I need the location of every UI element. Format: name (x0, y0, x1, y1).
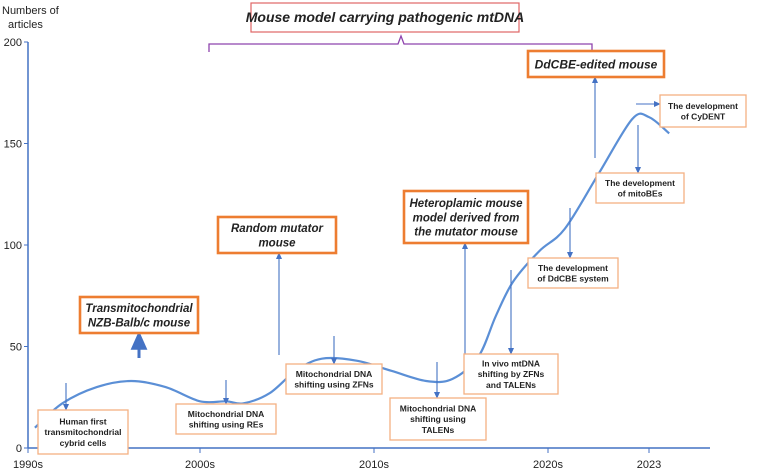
annotation-box-a7 (402, 189, 530, 245)
annotation-box-a12 (659, 94, 747, 128)
annotation-text-a5: Mitochondrial DNA (296, 369, 373, 379)
annotation-text-a7: the mutator mouse (414, 227, 518, 239)
annotation-text-a4: Random mutator (231, 223, 324, 235)
annotation-box-a2 (78, 295, 200, 335)
y-axis-label: Numbers of (2, 5, 60, 17)
annotation-text-a3: Mitochondrial DNA (188, 409, 265, 419)
x-tick-label: 2020s (533, 459, 563, 471)
annotation-box-a8 (463, 353, 559, 395)
annotation-box-a1 (37, 409, 129, 455)
annotation-box-a5 (285, 363, 383, 395)
annotation-text-a3: shifting using REs (189, 420, 264, 430)
annotation-box-a6 (389, 397, 487, 441)
annotation-text-a4: mouse (258, 238, 296, 250)
annotation-text-a7: Heteroplamic mouse (409, 198, 523, 210)
annotation-text-a5: shifting using ZFNs (294, 380, 374, 390)
annotation-text-a8: and TALENs (486, 380, 536, 390)
annotation-text-a8: In vivo mtDNA (482, 359, 540, 369)
annotation-text-a7: model derived from (413, 212, 520, 224)
annotation-text-a1: cybrid cells (60, 438, 107, 448)
annotation-text-a2: Transmitochondrial (85, 303, 193, 315)
annotation-text-a1: transmitochondrial (45, 427, 122, 437)
chart-title: Mouse model carrying pathogenic mtDNA (246, 9, 524, 25)
x-tick-label: 2023 (637, 459, 661, 471)
y-tick-label: 200 (4, 37, 22, 49)
annotation-box-a10 (526, 49, 666, 79)
annotation-text-a12: The development (668, 101, 738, 111)
title-box (250, 2, 520, 33)
x-tick-label: 2010s (359, 459, 389, 471)
annotation-text-a1: Human first (59, 417, 106, 427)
annotation-text-a10: DdCBE-edited mouse (535, 58, 658, 72)
y-tick-label: 0 (16, 443, 22, 455)
annotation-text-a9: of DdCBE system (537, 274, 609, 284)
annotation-text-a8: shifting by ZFNs (478, 369, 545, 379)
annotation-box-a4 (216, 215, 338, 255)
annotation-box-a11 (595, 172, 685, 204)
annotation-text-a11: of mitoBEs (618, 189, 663, 199)
annotation-box-a3 (175, 403, 277, 435)
x-tick-label: 1990s (13, 459, 43, 471)
x-tick-label: 2000s (185, 459, 215, 471)
annotation-text-a6: TALENs (422, 425, 455, 435)
annotation-text-a11: The development (605, 178, 675, 188)
annotation-text-a12: of CyDENT (681, 112, 726, 122)
y-axis-label-line2: articles (8, 19, 43, 31)
y-tick-label: 50 (10, 342, 22, 354)
annotation-text-a9: The development (538, 263, 608, 273)
title-brace (208, 34, 593, 52)
annotation-text-a6: shifting using (410, 414, 466, 424)
y-tick-label: 150 (4, 139, 22, 151)
annotation-text-a6: Mitochondrial DNA (400, 404, 477, 414)
annotation-box-a9 (527, 257, 619, 289)
annotation-text-a2: NZB-Balb/c mouse (88, 318, 191, 330)
y-tick-label: 100 (4, 240, 22, 252)
